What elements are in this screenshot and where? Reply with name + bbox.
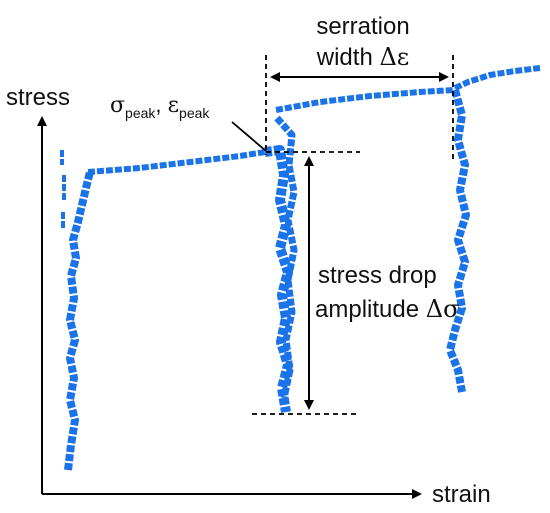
curve-segment-first-drop	[64, 171, 94, 471]
serration-width-line2: width Δε	[316, 43, 409, 71]
serration-width-line1: serration	[316, 13, 409, 40]
peak-leader-line	[231, 121, 267, 152]
peak-label: σpeak, εpeak	[110, 92, 210, 121]
y-axis-label: stress	[6, 84, 70, 111]
curve-segment-second-drop-b	[274, 115, 298, 399]
stress-strain-curve	[60, 65, 541, 471]
stress-drop-line2: amplitude Δσ	[315, 295, 459, 323]
curve-segment-initial	[60, 150, 66, 228]
x-axis-label: strain	[432, 481, 491, 508]
curve-segment-hardening-1	[87, 149, 266, 175]
curve-segment-hardening-2	[275, 87, 456, 113]
curve-segment-second-drop	[264, 145, 293, 413]
stress-drop-line1: stress drop	[318, 262, 437, 289]
curve-segment-third-drop	[446, 88, 470, 393]
curve-segment-hardening-3	[453, 65, 541, 91]
